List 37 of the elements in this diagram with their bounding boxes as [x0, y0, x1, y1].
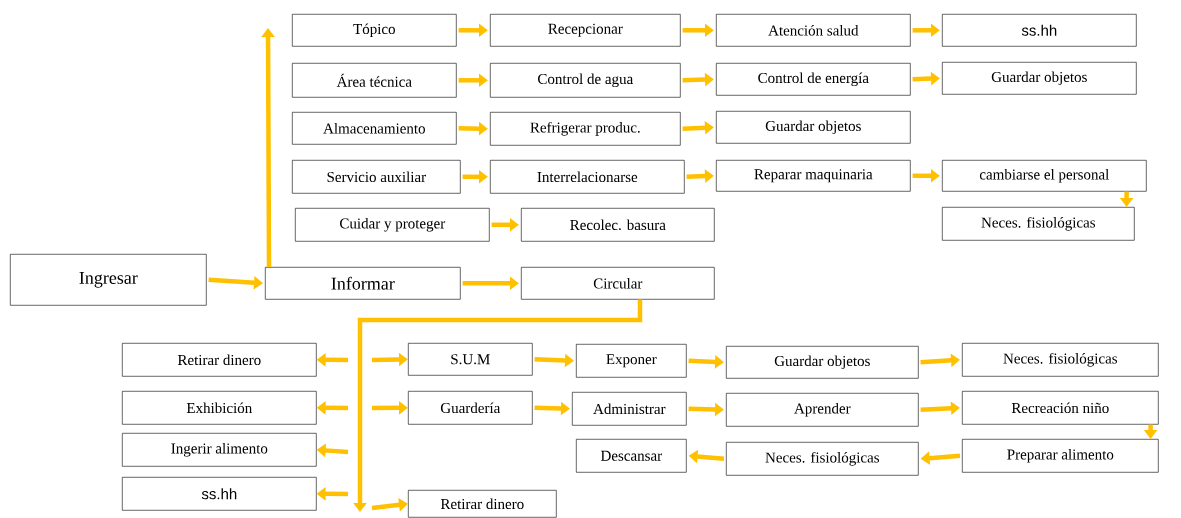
- process-box: Administrar: [572, 392, 687, 426]
- process-box: Recepcionar: [490, 14, 681, 47]
- process-box: Servicio auxiliar: [292, 160, 461, 194]
- process-box: Guardar objetos: [942, 62, 1137, 95]
- process-box: Exhibición: [122, 391, 317, 425]
- process-box: Guardar objetos: [726, 346, 919, 379]
- process-box: Neces. fisiológicas: [726, 442, 919, 476]
- process-box: Cuidar y proteger: [295, 208, 490, 242]
- process-box: Control de agua: [490, 63, 681, 98]
- process-box: Guardar objetos: [716, 111, 911, 144]
- process-box: Reparar maquinaria: [716, 160, 911, 192]
- process-box: Exponer: [576, 344, 687, 378]
- process-box: S.U.M: [408, 343, 533, 376]
- process-box: Neces. fisiológicas: [962, 343, 1159, 377]
- process-box: Informar: [265, 267, 461, 300]
- process-box: Recreación niño: [962, 391, 1159, 425]
- process-box: ss.hh: [942, 14, 1137, 47]
- process-box: Almacenamiento: [292, 112, 457, 145]
- process-box: Descansar: [576, 439, 687, 473]
- process-box: Área técnica: [292, 63, 457, 98]
- process-box: Atención salud: [716, 14, 911, 47]
- process-box: Tópico: [292, 14, 457, 47]
- process-box: Circular: [521, 267, 715, 300]
- process-box: Refrigerar produc.: [490, 112, 681, 146]
- process-box: cambiarse el personal: [942, 160, 1147, 192]
- process-box: Retirar dinero: [122, 343, 317, 377]
- process-box: Preparar alimento: [962, 439, 1159, 473]
- process-box: Guardería: [408, 391, 533, 425]
- process-box: Retirar dinero: [408, 490, 557, 518]
- process-box: Interrelacionarse: [490, 160, 685, 194]
- process-box: Control de energía: [716, 63, 911, 96]
- process-box: Ingerir alimento: [122, 433, 317, 467]
- process-box: Ingresar: [10, 254, 207, 306]
- process-box: Aprender: [726, 393, 919, 427]
- process-box: Recolec. basura: [521, 208, 715, 242]
- process-box: ss.hh: [122, 477, 317, 511]
- process-box: Neces. fisiológicas: [942, 207, 1135, 241]
